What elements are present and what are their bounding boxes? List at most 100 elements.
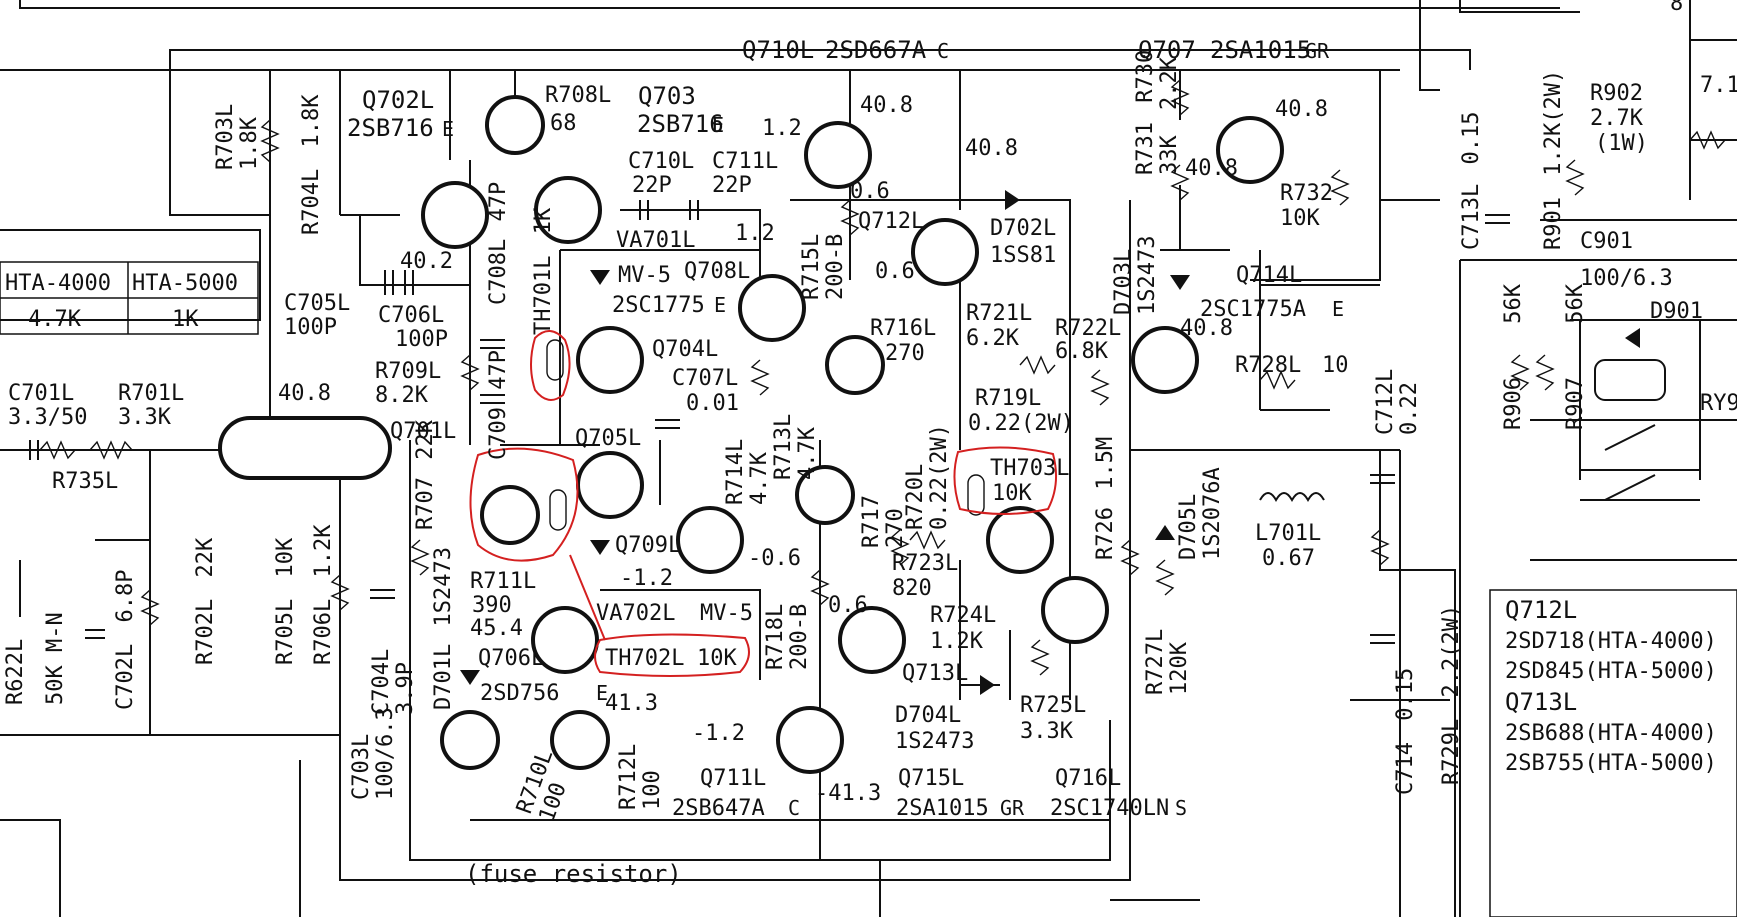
q703-part: 2SB716 (637, 110, 724, 138)
c711l-value: 22P (712, 173, 752, 198)
note-q712l-hta5000: 2SD845(HTA-5000) (1505, 659, 1717, 684)
d705l-part: 1S2076A (1200, 467, 1225, 560)
c709-label: C709 47P (486, 350, 511, 460)
c708l-value: 47P (486, 182, 511, 222)
r713l-ref: R713L (771, 414, 796, 480)
r729l-ref: R729L (1439, 719, 1464, 785)
resistor-r735l-symbol (39, 440, 76, 460)
resistor-r728l-symbol (1259, 370, 1296, 390)
r714l-label: R714L 4.7K (723, 426, 772, 505)
c901-ref: C901 (1580, 229, 1633, 254)
r622l-value: 50K M-N (43, 612, 68, 705)
r712l-ref: R712L (616, 744, 641, 810)
q714l-ref: Q714L (1236, 263, 1302, 288)
fuse-resistor-r712l-symbol (550, 710, 610, 770)
diode-d702l-symbol (1005, 190, 1020, 210)
capacitor-c709-symbol (480, 394, 505, 404)
labels: HTA-4000 HTA-5000 4.7K 1K Q710L 2SD667A … (3, 0, 1737, 888)
capacitor-c713l-symbol (1485, 214, 1510, 224)
diode-d701l-symbol (460, 670, 480, 685)
resistor-r701l-symbol (89, 440, 133, 460)
voltage-40-8e: 40.8 (1180, 316, 1233, 341)
r718l-ref: R718L (763, 604, 788, 670)
r730-ref: R730 (1133, 50, 1158, 103)
r707-ref: R707 (413, 477, 438, 530)
q702l-rank: E (442, 117, 454, 141)
voltage-40-8b: 40.8 (965, 136, 1018, 161)
voltage-8: 8 (1670, 0, 1683, 16)
r711l-value: 390 (472, 593, 512, 618)
voltage-45-4: 45.4 (470, 616, 523, 641)
q707-ref: Q707 (1138, 36, 1196, 64)
voltage-neg-1-2b: -1.2 (692, 721, 745, 746)
r719l-value: 0.22(2W) (968, 411, 1074, 436)
c901-value: 100/6.3 (1580, 266, 1673, 291)
transistor-q713l-symbol (838, 606, 906, 674)
note-q713l-hta5000: 2SB755(HTA-5000) (1505, 751, 1717, 776)
table-value-hta5000: 1K (172, 307, 199, 332)
c702l-label: C702L 6.8P (113, 570, 138, 710)
thermistor-th701l-symbol (546, 339, 564, 381)
r622l-ref: R622L (3, 639, 28, 705)
r732-ref: R732 (1280, 181, 1333, 206)
r715l-ref: R715L (799, 234, 824, 300)
transistors (218, 95, 1284, 774)
r709l-value: 8.2K (375, 383, 429, 408)
c705l-value: 100P (284, 315, 337, 340)
transistor-q705l-symbol (576, 451, 644, 519)
va702l-ref: VA702L (596, 601, 675, 626)
q711l-ref: Q711L (700, 766, 766, 791)
r713l-value: 4.7K (795, 426, 820, 480)
resistor-r706l-symbol (330, 574, 350, 611)
c711l-ref: C711L (712, 149, 778, 174)
d705l-label: D705L 1S2076A (1176, 467, 1225, 560)
relay-ref: RY9 (1700, 391, 1737, 416)
capacitor-c704l-symbol (370, 589, 395, 599)
thermistor-th702l-symbol (549, 489, 567, 531)
capacitor-c705l-symbol (384, 270, 394, 295)
r730-value: 2.2K (1157, 56, 1182, 110)
d701l-label: D701L 1S2473 (431, 547, 456, 710)
d702l-ref: D702L (990, 216, 1056, 241)
c703l-value: 100/6.3 (373, 707, 398, 800)
r732-value: 10K (1280, 206, 1320, 231)
r721l-value: 6.2K (966, 326, 1020, 351)
c714-ref: C714 (1393, 742, 1418, 795)
c704l-label: C704L 3.9P (369, 636, 418, 715)
th703l-ref: TH703L (990, 456, 1069, 481)
voltage-0-6c: 0.6 (828, 593, 868, 618)
r723l-ref: R723L (892, 551, 958, 576)
c703l-ref: C703L (349, 734, 374, 800)
transistor-q703-symbol (534, 176, 602, 244)
r730-731-values: 33K 2.2K (1157, 56, 1182, 175)
d701l-ref: D701L (431, 644, 456, 710)
fuse-resistor-r710l-symbol (440, 710, 500, 770)
q708l-rank: E (714, 293, 726, 317)
c714-label: C714 0.15 (1393, 668, 1418, 795)
q709l-ref: Q709L (615, 533, 681, 558)
resistor-r704l-symbol (260, 119, 280, 163)
r703l-ref: R703L (213, 104, 238, 170)
highlight-r711l-th702l (469, 447, 579, 562)
resistor-r723l-symbol (909, 530, 946, 550)
resistor-r722l-symbol (1090, 369, 1110, 406)
r702l-ref: R702L (193, 599, 218, 665)
r907-label: R907 56K (1563, 283, 1588, 430)
r722l-ref: R722L (1055, 316, 1121, 341)
voltage-40-8f: 40.8 (278, 381, 331, 406)
resistor-r902-symbol (1689, 130, 1726, 150)
c710l-ref: C710L (628, 149, 694, 174)
d901-ref: D901 (1650, 299, 1703, 324)
l701l-value: 0.67 (1262, 546, 1315, 571)
r735l-ref: R735L (52, 469, 118, 494)
hta-table-grid (0, 261, 259, 335)
resistor-r729l-symbol (1370, 529, 1390, 566)
c707l-ref: C707L (672, 366, 738, 391)
resistor-r906-symbol (1510, 354, 1530, 391)
r701l-ref: R701L (118, 381, 184, 406)
resistor-r732-symbol (1330, 169, 1350, 206)
r727l-value: 120K (1167, 641, 1192, 695)
voltage-40-8c: 40.8 (1275, 97, 1328, 122)
resistor-r702l-symbol (140, 589, 160, 626)
